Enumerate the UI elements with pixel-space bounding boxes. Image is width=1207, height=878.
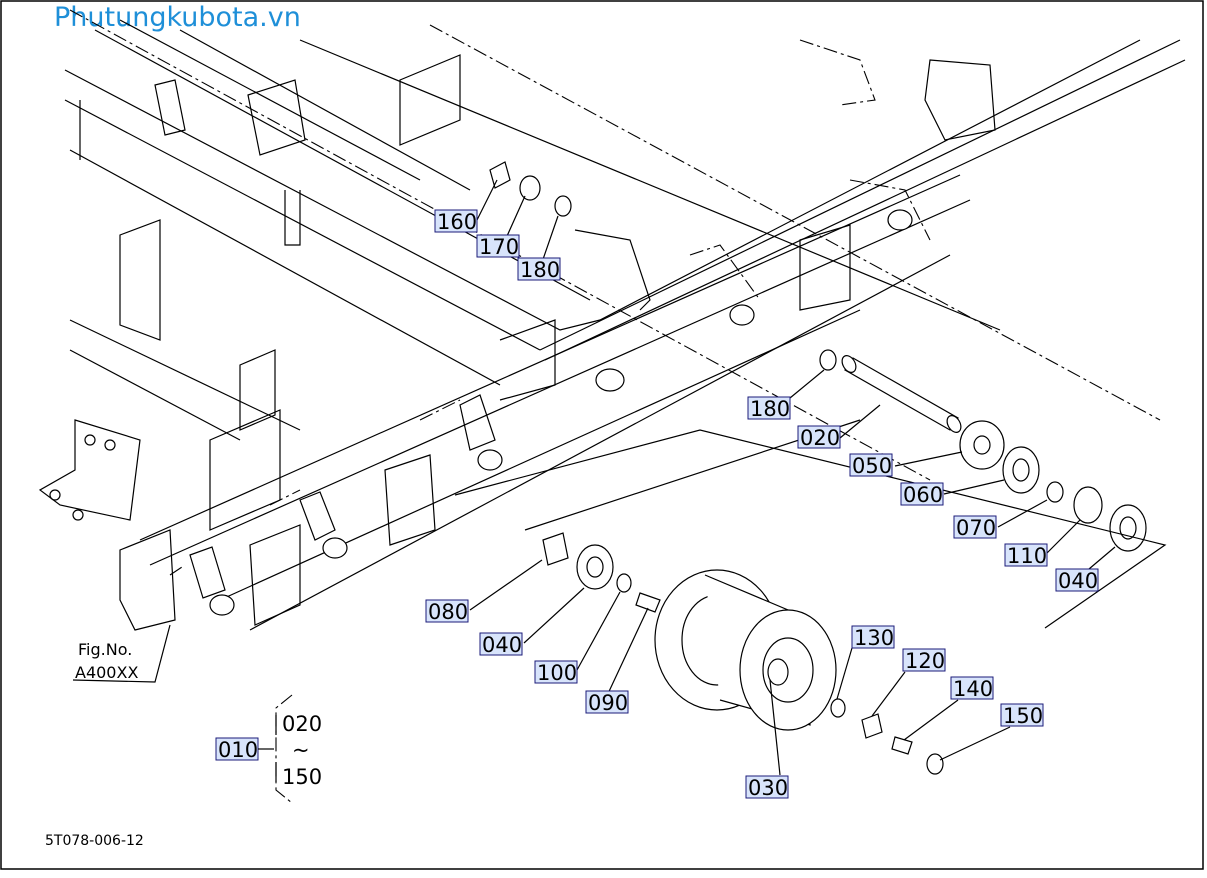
callout-080: 080 xyxy=(425,599,469,624)
callout-100: 100 xyxy=(534,660,578,685)
svg-text:040: 040 xyxy=(1058,569,1098,593)
svg-text:070: 070 xyxy=(956,516,996,540)
svg-text:170: 170 xyxy=(479,235,519,259)
callout-140: 140 xyxy=(950,676,994,701)
svg-text:160: 160 xyxy=(437,210,477,234)
callout-040: 040 xyxy=(479,632,523,657)
svg-text:150: 150 xyxy=(1003,704,1043,728)
svg-text:030: 030 xyxy=(748,776,788,800)
callout-110: 110 xyxy=(1004,543,1048,568)
assembly-range-from: 020 xyxy=(282,712,322,736)
figure-ref-line2: A400XX xyxy=(75,663,138,682)
callout-020: 020 xyxy=(797,425,841,450)
svg-text:140: 140 xyxy=(953,677,993,701)
exploded-parts xyxy=(454,161,1167,775)
chassis-drawing xyxy=(38,9,1186,631)
assembly-range-to: 150 xyxy=(282,765,322,789)
svg-text:120: 120 xyxy=(905,649,945,673)
callout-170: 170 xyxy=(476,234,520,259)
callout-120: 120 xyxy=(902,648,946,673)
svg-text:180: 180 xyxy=(750,397,790,421)
drawing-code: 5T078-006-12 xyxy=(45,833,144,849)
watermark-text: Phutungkubota.vn xyxy=(54,2,301,33)
svg-text:100: 100 xyxy=(537,661,577,685)
svg-text:060: 060 xyxy=(903,483,943,507)
svg-text:090: 090 xyxy=(588,691,628,715)
callout-060: 060 xyxy=(900,482,944,507)
callout-090: 090 xyxy=(585,690,629,715)
figure-ref-line1: Fig.No. xyxy=(78,640,132,659)
callout-160: 160 xyxy=(434,209,478,234)
callout-130: 130 xyxy=(851,625,895,650)
callout-070: 070 xyxy=(953,515,997,540)
callout-180: 180 xyxy=(517,257,561,282)
callout-180: 180 xyxy=(747,396,791,421)
callout-040: 040 xyxy=(1055,568,1099,593)
assembly-brace xyxy=(275,694,293,804)
callout-010: 010 xyxy=(215,737,259,762)
svg-text:010: 010 xyxy=(218,738,258,762)
callout-030: 030 xyxy=(745,775,789,800)
svg-text:130: 130 xyxy=(854,626,894,650)
assembly-range-sep: ~ xyxy=(292,738,310,762)
svg-text:180: 180 xyxy=(520,258,560,282)
svg-text:040: 040 xyxy=(482,633,522,657)
svg-text:020: 020 xyxy=(800,426,840,450)
svg-text:110: 110 xyxy=(1007,544,1047,568)
callout-150: 150 xyxy=(1000,703,1044,728)
svg-text:080: 080 xyxy=(428,600,468,624)
svg-text:050: 050 xyxy=(852,454,892,478)
callout-050: 050 xyxy=(849,453,893,478)
